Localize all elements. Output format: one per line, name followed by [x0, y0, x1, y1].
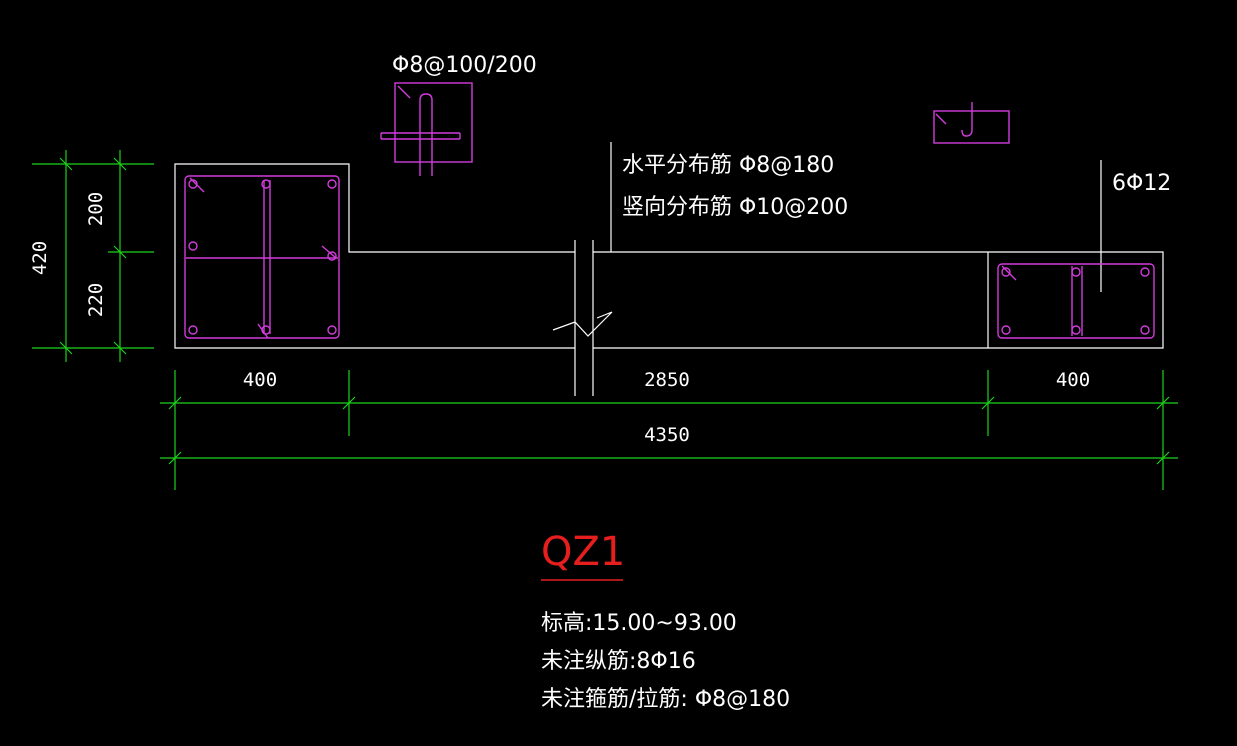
left-hook-tl	[189, 177, 205, 193]
longitudinal-rebar-note: 未注纵筋:8Φ16	[541, 649, 696, 674]
vdim-tick-2	[59, 341, 73, 355]
right-hook-tl	[1001, 265, 1017, 281]
vdim-tick-1	[59, 157, 73, 171]
vdim-tick-4	[113, 245, 127, 259]
rebar-group	[184, 82, 1155, 339]
left-rebar-bl	[188, 325, 198, 335]
right-rebar-bm	[1071, 325, 1081, 335]
hdim-tick-6	[1156, 451, 1170, 465]
right-column-stirrup	[997, 263, 1155, 339]
hdim-middle-label: 2850	[644, 369, 690, 391]
right-rebar-tr	[1140, 267, 1150, 277]
wall-outline	[174, 142, 1164, 396]
hdim-tick-5	[168, 451, 182, 465]
left-rebar-br	[327, 325, 337, 335]
left-rebar-ml	[188, 241, 198, 251]
dimension-group	[32, 150, 1178, 490]
hdim-tick-2	[342, 396, 356, 410]
stirrup-note: 未注箍筋/拉筋: Φ8@180	[541, 687, 790, 712]
left-rebar-mr	[327, 251, 337, 261]
left-rebar-tl	[188, 179, 198, 189]
vdim-lower-label: 220	[85, 283, 107, 317]
vertical-distribution-label: 竖向分布筋 Φ10@200	[622, 195, 848, 220]
hdim-left-label: 400	[243, 369, 277, 391]
left-hook-mr	[321, 245, 337, 259]
vdim-total-label: 420	[29, 241, 51, 275]
component-title: QZ1	[541, 529, 625, 575]
left-column-stirrup	[184, 175, 340, 339]
right-rebar-tl	[1001, 267, 1011, 277]
wall-outline-left	[174, 163, 575, 349]
vdim-tick-3	[113, 157, 127, 171]
tie-detail-box	[394, 82, 473, 163]
left-hook-bm	[257, 323, 269, 339]
left-rebar-bm	[261, 325, 271, 335]
wall-outline-right	[593, 251, 1164, 349]
boundary-rebar-label: 6Φ12	[1112, 171, 1171, 196]
small-stirrup-slash	[935, 113, 947, 125]
horizontal-distribution-label: 水平分布筋 Φ8@180	[622, 153, 834, 178]
hdim-right-label: 400	[1056, 369, 1090, 391]
vdim-tick-5	[113, 341, 127, 355]
right-rebar-bl	[1001, 325, 1011, 335]
hdim-tick-4	[1156, 396, 1170, 410]
left-rebar-tr	[327, 179, 337, 189]
tie-detail-v	[419, 93, 433, 176]
right-rebar-br	[1140, 325, 1150, 335]
hdim-tick-1	[168, 396, 182, 410]
tie-detail-hook	[397, 85, 411, 99]
tie-detail-label: Φ8@100/200	[392, 53, 537, 78]
elevation-note: 标高:15.00~93.00	[541, 611, 737, 636]
vdim-upper-label: 200	[85, 192, 107, 226]
left-rebar-tm	[261, 179, 271, 189]
break-zigzag	[552, 311, 613, 337]
small-stirrup-hook	[961, 102, 973, 137]
hdim-tick-3	[981, 396, 995, 410]
hdim-overall-label: 4350	[644, 424, 690, 446]
right-rebar-tm	[1071, 267, 1081, 277]
